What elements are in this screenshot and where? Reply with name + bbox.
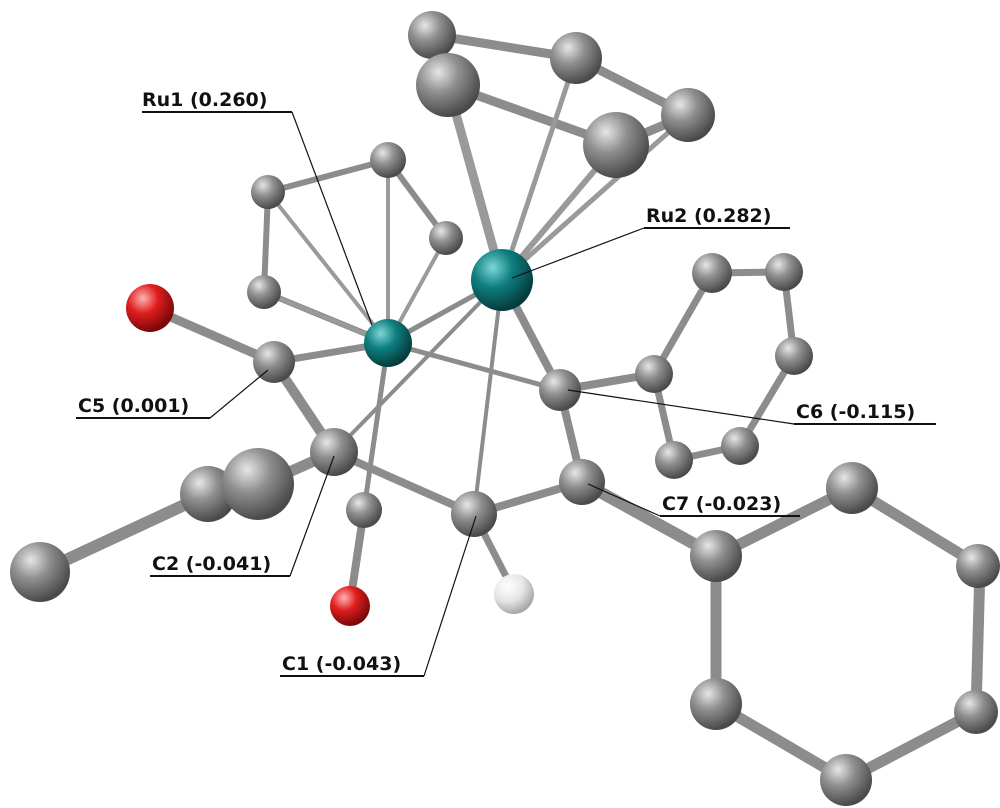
bond xyxy=(970,560,986,718)
label-c1: C1 (-0.043) xyxy=(282,653,401,675)
leader-c6 xyxy=(567,389,795,425)
carbon-atom-c2 xyxy=(310,428,358,476)
bond xyxy=(332,278,504,454)
label-c2: C2 (-0.041) xyxy=(152,553,271,575)
bond xyxy=(499,112,691,283)
carbon-atom xyxy=(429,221,463,255)
carbon-atom xyxy=(690,678,742,730)
carbon-atom-c1 xyxy=(451,491,497,537)
hydrogen-atom xyxy=(494,574,534,614)
leader-ru2 xyxy=(511,227,645,279)
bond xyxy=(266,190,390,345)
carbon-atom xyxy=(222,448,294,520)
carbon-atom xyxy=(416,53,480,117)
carbon-atom xyxy=(10,542,70,602)
carbon-atom xyxy=(655,441,693,479)
label-ru2: Ru2 (0.282) xyxy=(646,205,771,227)
leader-ru1 xyxy=(291,111,373,326)
carbon-atom xyxy=(775,337,813,375)
carbon-atom xyxy=(247,275,281,309)
carbon-atom xyxy=(583,112,649,178)
bond xyxy=(330,448,478,518)
carbon-atom xyxy=(251,175,285,209)
carbon-atom-c7 xyxy=(559,459,605,505)
bond xyxy=(443,80,507,285)
carbon-atom-c6 xyxy=(539,369,581,411)
label-c7: C7 (-0.023) xyxy=(662,493,781,515)
bond xyxy=(34,488,214,578)
label-c5: C5 (0.001) xyxy=(78,395,189,417)
oxygen-atom xyxy=(330,586,370,626)
carbon-atom xyxy=(550,32,602,84)
leader-lines xyxy=(209,111,795,677)
carbon-atom xyxy=(370,142,406,178)
carbon-atom xyxy=(661,88,715,142)
leader-c2 xyxy=(289,455,335,577)
bond xyxy=(385,340,563,393)
carbon-atom xyxy=(690,530,742,582)
oxygen-atom xyxy=(126,284,174,332)
labels: Ru1 (0.260) Ru2 (0.282) C5 (0.001) C6 (-… xyxy=(76,89,936,677)
ruthenium-atom-ru1 xyxy=(364,319,412,367)
carbon-atom xyxy=(180,466,236,522)
leader-c5 xyxy=(209,369,269,419)
bond xyxy=(472,278,504,516)
ruthenium-atom-ru2 xyxy=(471,249,533,311)
carbon-atom xyxy=(820,754,872,806)
atoms xyxy=(10,11,1000,806)
bond xyxy=(361,340,391,513)
carbon-atom xyxy=(635,355,673,393)
carbon-atom-c5 xyxy=(253,341,295,383)
label-c6: C6 (-0.115) xyxy=(796,401,915,423)
carbon-atom xyxy=(765,253,803,291)
carbon-atom xyxy=(956,544,1000,588)
leader-c7 xyxy=(587,483,661,517)
carbon-atom xyxy=(346,492,382,528)
carbon-atom xyxy=(408,11,456,59)
carbon-atom xyxy=(692,253,732,293)
carbon-atom xyxy=(826,462,878,514)
bond xyxy=(265,157,391,195)
label-ru1: Ru1 (0.260) xyxy=(142,89,267,111)
carbon-atom xyxy=(721,427,759,465)
carbon-atom xyxy=(954,690,998,734)
leader-c1 xyxy=(423,515,477,677)
bond xyxy=(499,55,579,283)
